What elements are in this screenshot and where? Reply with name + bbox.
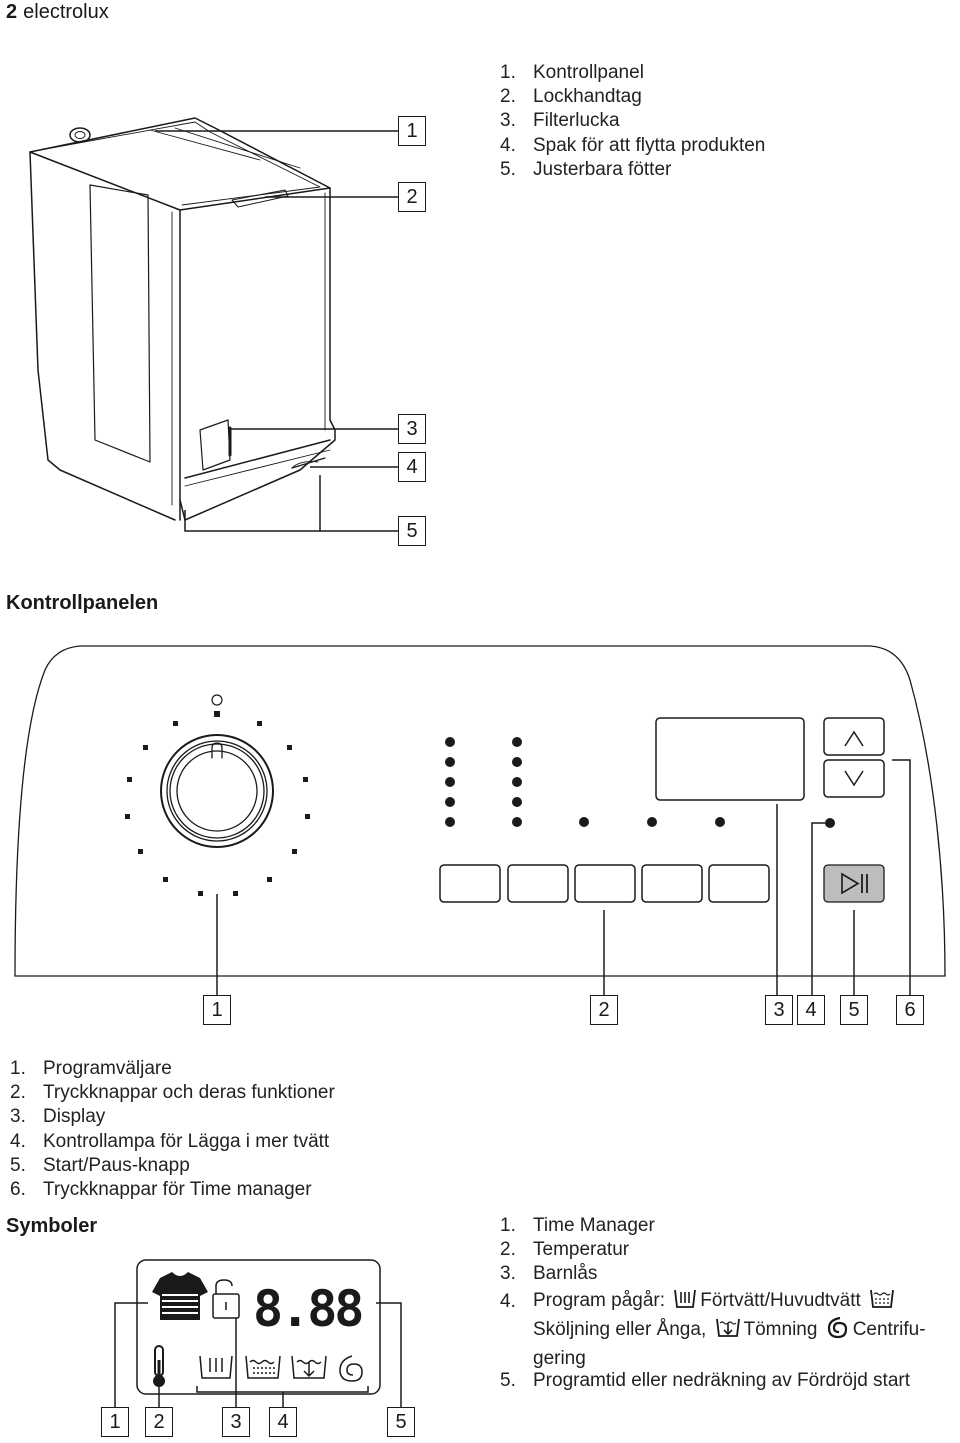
spin-icon bbox=[827, 1316, 847, 1339]
symbols-list: 1.Time Manager 2.Temperatur 3.Barnlås 4.… bbox=[500, 1214, 955, 1393]
control-panel-illustration bbox=[14, 645, 946, 996]
rinse-icon bbox=[245, 1355, 281, 1379]
part-callout-1: 1 bbox=[398, 116, 426, 146]
list-item: 1.Kontrollpanel bbox=[500, 62, 644, 83]
list-item: 3.Display bbox=[10, 1106, 106, 1128]
symbol-callout-3: 3 bbox=[222, 1407, 250, 1437]
list-item: 5.Start/Paus-knapp bbox=[10, 1154, 190, 1176]
list-item: 4.Spak för att flytta produkten bbox=[500, 134, 766, 156]
time-manager-icon bbox=[152, 1272, 208, 1320]
display-digits: 8.88 bbox=[253, 1280, 364, 1338]
list-item: 6.Tryckknappar för Time manager bbox=[10, 1179, 312, 1201]
symbols-display-illustration bbox=[114, 1259, 402, 1408]
part-callout-4: 4 bbox=[398, 452, 426, 482]
drain-icon bbox=[291, 1355, 327, 1379]
panel-callout-3: 3 bbox=[765, 995, 793, 1025]
prewash-icon bbox=[674, 1289, 697, 1308]
prewash-icon bbox=[199, 1355, 233, 1379]
product-parts-list: 1.Kontrollpanel 2.Lockhandtag 3.Filterlu… bbox=[500, 61, 765, 182]
control-panel-list: 1.Programväljare 2.Tryckknappar och dera… bbox=[10, 1057, 335, 1202]
part-callout-2: 2 bbox=[398, 182, 426, 212]
list-item: 3.Filterlucka bbox=[500, 110, 620, 132]
list-item: 3.Barnlås bbox=[500, 1263, 598, 1284]
symbol-callout-1: 1 bbox=[101, 1407, 129, 1437]
panel-callout-1: 1 bbox=[203, 995, 231, 1025]
panel-callout-5: 5 bbox=[840, 995, 868, 1025]
list-item: 5.Justerbara fötter bbox=[500, 158, 672, 180]
part-callout-5: 5 bbox=[398, 516, 426, 546]
washing-machine-illustration bbox=[29, 117, 398, 532]
list-item: 2.Temperatur bbox=[500, 1239, 630, 1260]
list-item: 2.Lockhandtag bbox=[500, 86, 642, 108]
list-item: 1.Programväljare bbox=[10, 1058, 172, 1079]
spin-icon bbox=[339, 1355, 363, 1382]
symbol-callout-5: 5 bbox=[387, 1407, 415, 1437]
rinse-icon bbox=[870, 1289, 894, 1308]
child-lock-icon bbox=[212, 1279, 240, 1319]
list-item: 5.Programtid eller nedräkning av Fördröj… bbox=[500, 1370, 911, 1391]
drain-icon bbox=[715, 1318, 740, 1337]
list-item: 1.Time Manager bbox=[500, 1215, 655, 1236]
symbol-callout-4: 4 bbox=[269, 1407, 297, 1437]
control-panel-heading: Kontrollpanelen bbox=[6, 592, 159, 614]
brand-name: electrolux bbox=[23, 1, 109, 23]
list-item: 2.Tryckknappar och deras funktioner bbox=[10, 1082, 335, 1104]
list-item: 4.Kontrollampa för Lägga i mer tvätt bbox=[10, 1130, 330, 1152]
panel-callout-6: 6 bbox=[896, 995, 924, 1025]
symbol-callout-2: 2 bbox=[145, 1407, 173, 1437]
page-number: 2 bbox=[6, 1, 18, 23]
thermometer-icon bbox=[153, 1345, 165, 1387]
panel-callout-2: 2 bbox=[590, 995, 618, 1025]
part-callout-3: 3 bbox=[398, 414, 426, 444]
panel-callout-4: 4 bbox=[797, 995, 825, 1025]
list-item: 4. Program pågår: Förtvätt/Huvudtvätt Sk… bbox=[500, 1289, 926, 1369]
symbols-heading: Symboler bbox=[6, 1215, 98, 1237]
